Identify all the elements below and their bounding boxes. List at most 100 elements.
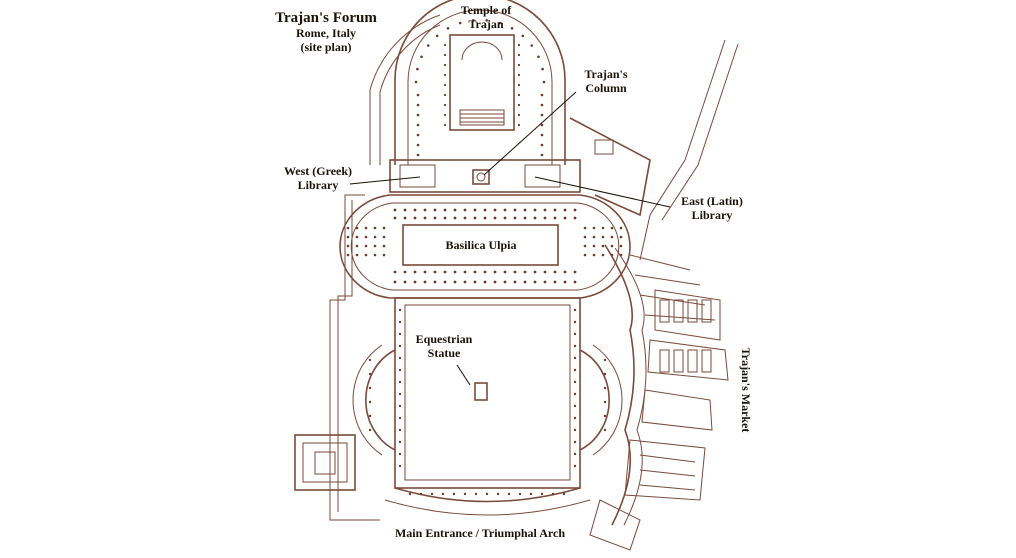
column-dot [483,208,487,212]
column-dot [496,492,500,496]
label-west-library-line2: Library [298,178,339,192]
column-dot [503,280,507,284]
column-dot [573,320,577,324]
column-dot [473,216,477,220]
column-dot [403,216,407,220]
column-dot [416,103,420,107]
column-dot [373,226,377,230]
column-dot [463,280,467,284]
column-dot [443,123,447,127]
column-dot [603,386,607,390]
column-leader [483,91,577,176]
label-basilica: Basilica Ulpia [445,238,516,252]
column-dot [592,235,596,239]
column-dot [603,414,607,418]
column-dot [458,21,462,25]
column-dot [355,235,359,239]
column-dot [433,270,437,274]
column-dot [364,253,368,257]
column-dot [551,492,555,496]
column-dot [573,216,577,220]
column-dot [517,93,521,97]
column-dot [443,73,447,77]
column-dot [573,428,577,432]
label-column-line1: Trajan's [584,67,627,81]
column-dot [517,113,521,117]
column-dot [398,404,402,408]
column-dot [473,280,477,284]
column-dot [573,280,577,284]
column-dot [373,253,377,257]
column-dot [619,235,623,239]
library-court [389,159,581,193]
equestrian-statue-base [474,382,488,401]
column-dot [573,308,577,312]
plan-subtitle: (site plan) [301,40,352,54]
column-dot [540,93,544,97]
column-dot [443,113,447,117]
forum-courtyard [352,297,623,516]
column-dot [601,253,605,257]
column-dot [619,244,623,248]
column-dot [346,253,350,257]
column-dot [443,208,447,212]
column-dot [423,216,427,220]
column-dot [416,93,420,97]
column-dot [483,216,487,220]
temple-of-trajan-building [449,34,515,131]
column-dot [493,216,497,220]
column-dot [364,226,368,230]
trajans-market-complex [569,39,739,551]
column-dot [573,208,577,212]
label-temple-line2: Trajan [468,17,503,31]
column-dot [433,208,437,212]
market-shop-cell [701,299,712,323]
column-dot [368,414,372,418]
column-dot [541,67,544,71]
column-dot [542,80,546,84]
column-dot [368,428,372,432]
label-west-library-line1: West (Greek) [284,164,352,178]
column-dot [441,492,445,496]
column-dot [426,44,430,47]
column-dot [553,216,557,220]
column-dot [463,492,467,496]
column-dot [368,400,372,404]
plan-location: Rome, Italy [296,26,356,40]
column-dot [540,103,544,107]
column-dot [373,235,377,239]
column-dot [562,492,566,496]
column-dot [523,208,527,212]
column-dot [553,208,557,212]
column-dot [483,270,487,274]
column-dot [513,280,517,284]
column-dot [398,428,402,432]
column-dot [601,244,605,248]
column-dot [443,103,447,107]
column-dot [537,55,540,59]
column-dot [533,270,537,274]
column-dot [403,208,407,212]
column-dot [543,280,547,284]
column-dot [507,492,511,496]
column-dot [443,93,447,97]
column-dot [603,372,607,376]
column-dot [573,392,577,396]
column-dot [517,83,521,87]
column-dot [433,216,437,220]
column-dot [523,270,527,274]
column-dot [355,244,359,248]
column-dot [540,113,544,117]
column-dot [573,416,577,420]
column-dot [473,208,477,212]
column-dot [420,55,423,59]
column-dot [430,492,434,496]
column-dot [573,464,577,468]
column-dot [393,208,397,212]
column-dot [463,216,467,220]
column-dot [463,270,467,274]
column-dot [583,235,587,239]
label-statue-line2: Statue [428,346,461,360]
column-dot [398,440,402,444]
